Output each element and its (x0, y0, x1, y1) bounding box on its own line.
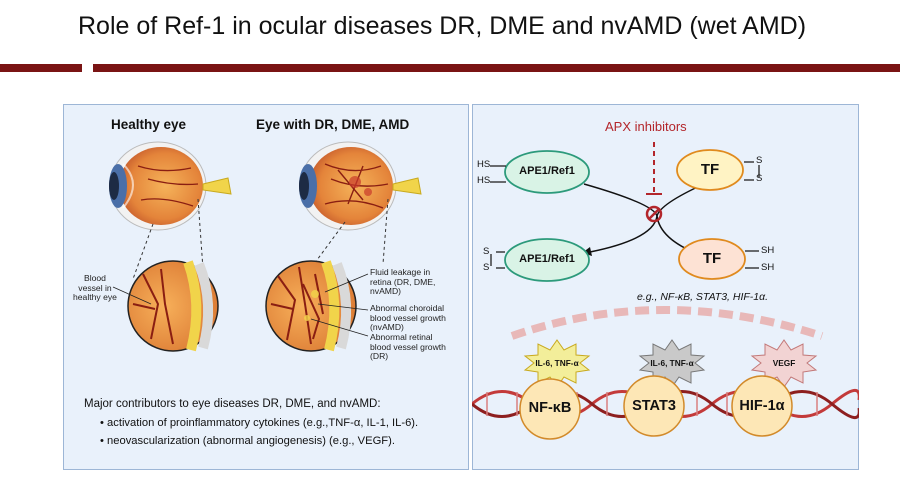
healthy-eye-heading: Healthy eye (111, 117, 187, 132)
disulfide-bond-tf-top (744, 161, 760, 181)
cytokine-label-2: IL-6, TNF-α (650, 358, 694, 368)
inhibition-symbol (645, 205, 663, 223)
slide-title: Role of Ref-1 in ocular diseases DR, DME… (78, 12, 807, 40)
thiol-sh-label-2: SH (761, 262, 775, 273)
cytokine-label-1: IL-6, TNF-α (535, 358, 579, 368)
factor-label-nfkb: NF-κB (528, 400, 572, 416)
ape1-bottom-label: APE1/Ref1 (519, 253, 575, 265)
annotation-line: Abnormal choroidal (370, 303, 445, 313)
annotation-line: (nvAMD) (370, 322, 404, 333)
disulfide-s-label-3: S (483, 246, 490, 257)
annotation-pointers (112, 273, 369, 337)
ape1-top-label: APE1/Ref1 (519, 165, 575, 177)
retinal-growth-annotation: Abnormal retinal blood vessel growth (DR… (370, 332, 446, 362)
ape1-bottom-ellipse (504, 238, 590, 282)
tf-bottom-ellipse (678, 238, 746, 280)
annotation-line: blood vessel growth (370, 341, 446, 352)
contributors-title: Major contributors to eye diseases DR, D… (84, 398, 381, 410)
annotation-line: healthy eye (73, 292, 117, 303)
annotation-line: (DR) (370, 351, 389, 362)
tf-bottom-label: TF (702, 250, 722, 267)
nuclear-membrane (510, 306, 824, 340)
thiol-hs-label-1: HS (477, 159, 491, 170)
ape1-top-ellipse (504, 150, 590, 194)
diseased-zoom-circle (265, 260, 357, 352)
thiol-bonds-ape1-top (490, 165, 506, 183)
thiol-sh-label-1: SH (761, 245, 775, 256)
factor-circle-nfkb (519, 378, 581, 440)
annotation-line: retina (DR, DME, (370, 276, 436, 287)
annotation-line: Abnormal retinal (370, 332, 433, 342)
choroidal-growth-annotation: Abnormal choroidal blood vessel growth (… (370, 303, 446, 333)
eye-illustrations (109, 141, 422, 352)
bullet-cytokines: • activation of proinflammatory cytokine… (100, 417, 419, 429)
fluid-leakage-annotation: Fluid leakage in retina (DR, DME, nvAMD) (370, 267, 436, 297)
thiol-hs-label-2: HS (477, 175, 491, 186)
bullet-neovascularization: • neovascularization (abnormal angiogene… (100, 435, 395, 447)
apx-inhibitors-label: APX inhibitors (605, 119, 687, 134)
disulfide-s-label-1: S (756, 155, 763, 166)
example-transcription-factors: e.g., NF-κB, STAT3, HIF-1α. (637, 291, 769, 303)
annotation-line: vessel in (78, 282, 112, 293)
factor-label-stat3: STAT3 (632, 398, 676, 414)
factor-circle-stat3 (623, 375, 685, 437)
tf-top-label: TF (700, 161, 720, 178)
reaction-curve-tf (656, 183, 705, 255)
healthy-eye-globe (109, 141, 232, 231)
cytokine-label-3: VEGF (772, 358, 796, 368)
thiol-bonds-tf-bottom (745, 250, 759, 269)
annotation-line: blood vessel growth (370, 312, 446, 323)
redox-mechanism-diagram (472, 142, 859, 440)
title-bar-right (93, 64, 900, 72)
disulfide-s-label-2: S (756, 173, 763, 184)
factor-circle-hif1a (731, 375, 793, 437)
zoom-guide-lines (132, 198, 389, 280)
annotation-line: Blood (83, 273, 106, 283)
disulfide-s-label-4: S (483, 262, 490, 273)
title-bar-left (0, 64, 82, 72)
healthy-vessel-annotation: Blood vessel in healthy eye (73, 273, 117, 303)
tf-top-ellipse (676, 149, 744, 191)
annotation-line: nvAMD) (370, 286, 402, 297)
diseased-eye-heading: Eye with DR, DME, AMD (256, 117, 410, 132)
diseased-eye-globe (299, 141, 422, 231)
disulfide-bond-ape1-bottom (490, 251, 505, 269)
annotation-line: Fluid leakage in (370, 267, 431, 277)
healthy-zoom-circle (127, 260, 219, 352)
factor-label-hif1a: HIF-1α (739, 398, 785, 414)
